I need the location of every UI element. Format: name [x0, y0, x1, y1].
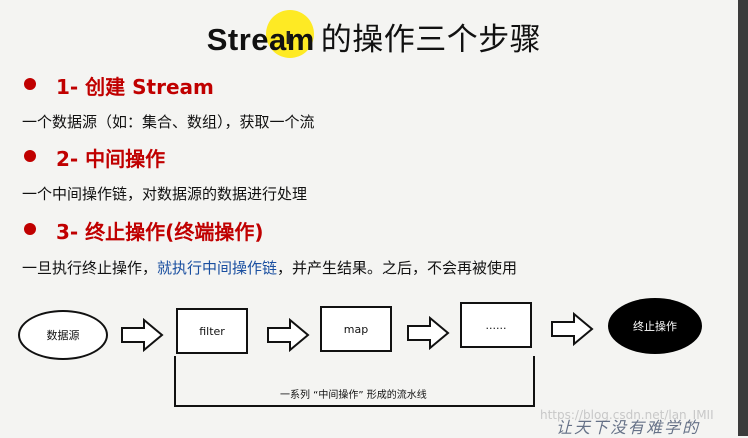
window-edge: [738, 0, 748, 436]
source-node: 数据源: [18, 310, 108, 360]
pipeline-diagram: 数据源 filter map ...... 终止操作 一系列 “中间操作” 形成…: [0, 292, 748, 412]
step-2-desc: 一个中间操作链，对数据源的数据进行处理: [22, 185, 308, 203]
step-3-heading: 3- 终止操作(终端操作): [56, 220, 264, 244]
bullet-icon: [24, 150, 36, 162]
filter-node: filter: [176, 308, 248, 354]
step-3-desc-after: ，并产生结果。之后，不会再被使用: [277, 259, 518, 277]
title-cn: 的操作三个步骤: [320, 22, 542, 58]
title-en: Stream: [206, 22, 315, 57]
step-1-heading: 1- 创建 Stream: [56, 75, 214, 99]
step-3-desc-highlight: 就执行中间操作链: [157, 259, 278, 277]
pipeline-label: 一系列 “中间操作” 形成的流水线: [280, 390, 427, 401]
step-3-desc-before: 一旦执行终止操作，: [22, 259, 158, 277]
map-node: map: [320, 306, 392, 352]
bullet-icon: [24, 78, 36, 90]
step-3-desc: 一旦执行终止操作，就执行中间操作链，并产生结果。之后，不会再被使用: [22, 257, 517, 278]
cursor-highlight: [266, 10, 314, 58]
arrow-icon: [407, 316, 450, 350]
text-cursor-icon: I: [285, 28, 292, 49]
watermark: https://blog.csdn.net/lan_IMII: [540, 408, 714, 422]
pipeline-bracket: [174, 356, 535, 407]
bullet-icon: [24, 223, 36, 235]
handwriting-overlay: 让天下没有难学的: [556, 418, 701, 437]
step-2-heading: 2- 中间操作: [56, 147, 166, 171]
step-1-desc: 一个数据源（如：集合、数组），获取一个流: [22, 113, 315, 131]
arrow-icon: [551, 312, 594, 346]
more-stages-node: ......: [460, 302, 532, 348]
arrow-icon: [121, 318, 164, 352]
arrow-icon: [267, 318, 310, 352]
terminal-node: 终止操作: [608, 298, 702, 354]
